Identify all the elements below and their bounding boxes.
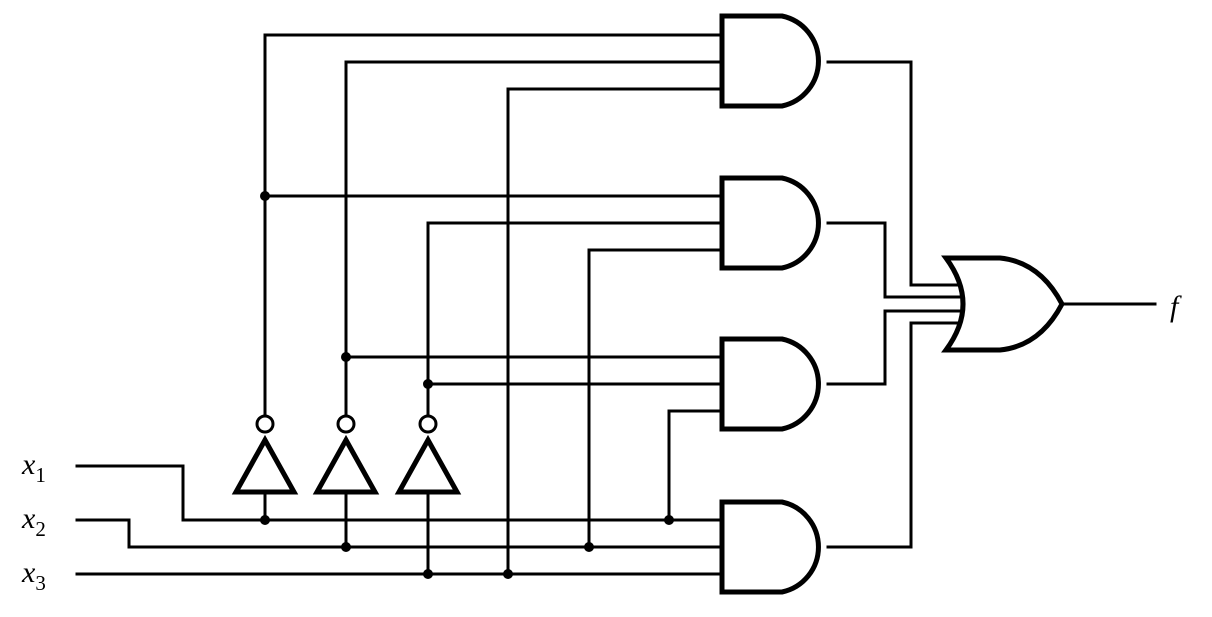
not-gate-1 <box>231 414 299 495</box>
junction-dot <box>341 352 351 362</box>
wire-x3-not <box>426 221 722 418</box>
wire-x1-not <box>263 33 722 418</box>
or-gate <box>941 255 1065 353</box>
input-label-x3: x3 <box>21 556 46 595</box>
input-label-x2: x2 <box>21 502 46 541</box>
wire-and2-out <box>826 221 964 299</box>
wire-x1-bus <box>75 464 722 522</box>
wire-x2-to-and2 <box>587 248 722 549</box>
junction-dot <box>503 569 513 579</box>
wire-x3-to-and1 <box>506 87 722 576</box>
junction-dot <box>423 379 433 389</box>
junction-dot <box>260 191 270 201</box>
and-gate-2 <box>719 175 821 271</box>
not-gate-2 <box>312 414 380 495</box>
wire-x1-to-and3 <box>667 409 722 522</box>
and-gate-1 <box>719 13 821 109</box>
wire-and3-out <box>826 309 964 386</box>
junction-dot <box>341 542 351 552</box>
wire-x2-not <box>344 60 722 418</box>
and-gate-3 <box>719 336 821 432</box>
junction-dot <box>260 515 270 525</box>
and-gate-4 <box>719 499 821 595</box>
not-gate-3 <box>394 414 462 495</box>
junction-dot <box>423 569 433 579</box>
output-label-f: f <box>1170 290 1182 323</box>
junction-dot <box>584 542 594 552</box>
wire-and1-out <box>826 60 960 287</box>
input-label-x1: x1 <box>21 448 46 487</box>
junction-dot <box>664 515 674 525</box>
wire-x2-bus <box>75 518 722 549</box>
wire-and4-out <box>826 321 960 549</box>
